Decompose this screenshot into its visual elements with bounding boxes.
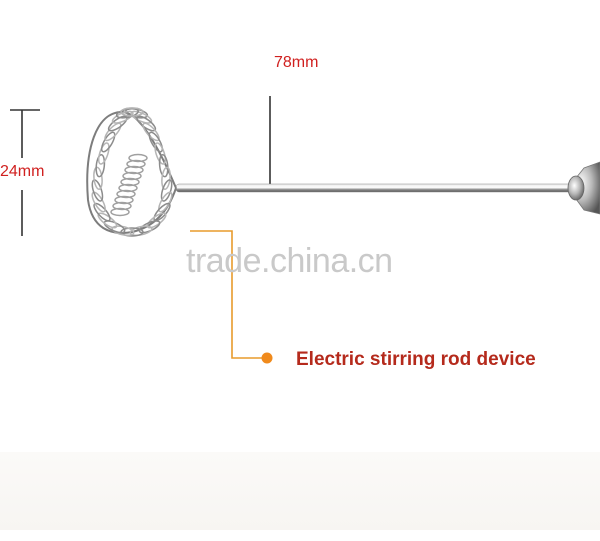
watermark-text: trade.china.cn (186, 242, 393, 280)
bottom-background-band (0, 452, 600, 530)
callout-dot (261, 352, 273, 364)
stirring-rod (175, 183, 575, 193)
whisk-spring-head (86, 107, 177, 237)
callout-leader-line (190, 230, 266, 359)
callout-label: Electric stirring rod device (296, 349, 536, 370)
height-dimension-bracket (10, 109, 40, 236)
rod-hub (567, 161, 600, 215)
height-dimension-label: 24mm (0, 163, 45, 180)
length-dimension-label: 78mm (274, 54, 319, 71)
